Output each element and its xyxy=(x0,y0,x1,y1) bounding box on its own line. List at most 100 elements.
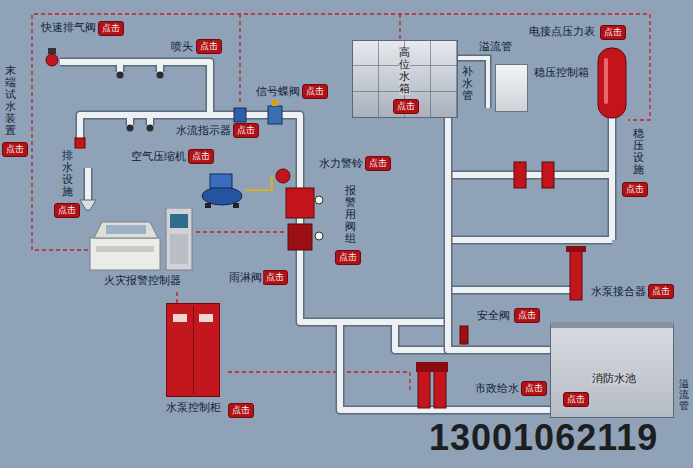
sprinkler-head xyxy=(157,72,164,79)
click-badge: 点击 xyxy=(521,381,547,396)
sprinkler-head xyxy=(127,125,134,132)
pump-motor xyxy=(416,362,432,372)
connector-group xyxy=(448,118,550,350)
component-label: 水力警铃 xyxy=(318,157,364,170)
component-label: 市政给水 xyxy=(474,382,520,395)
component-label: 喷头 xyxy=(170,40,194,53)
node-label: 水泵控制柜 xyxy=(165,401,222,414)
pump-connector-cap xyxy=(566,246,586,252)
cabinet-plate xyxy=(199,314,213,322)
node-label: 稳压控制箱 xyxy=(533,66,590,79)
component-label: 电接点压力表 xyxy=(528,25,596,38)
click-badge: 点击 xyxy=(600,25,626,40)
component-label: 空气压缩机 xyxy=(130,150,187,163)
safety-valve xyxy=(460,326,468,344)
node-label: 火灾报警控制器 xyxy=(103,274,182,287)
badge-text: 点击 xyxy=(652,286,670,296)
component-label: 末端试水装置 xyxy=(5,65,16,138)
console-drawing xyxy=(88,208,196,272)
badge-text: 点击 xyxy=(339,252,357,262)
cabinet-plate xyxy=(173,314,187,322)
pump-connector xyxy=(570,250,582,300)
badge-text: 点击 xyxy=(525,383,543,393)
component-label: 报警用阀组 xyxy=(345,185,356,245)
fire-pump xyxy=(418,370,430,408)
console-buttons xyxy=(96,246,154,252)
click-badge: 点击 xyxy=(302,84,328,99)
pressure-tank xyxy=(598,48,626,118)
click-badge: 点击 xyxy=(54,203,80,218)
pipe xyxy=(60,62,612,410)
click-badge: 点击 xyxy=(648,284,674,299)
butterfly-valve xyxy=(268,106,282,124)
badge-text: 点击 xyxy=(232,405,250,415)
compressor-wheel xyxy=(233,203,239,208)
compressor-tank xyxy=(202,187,242,205)
compressor-motor xyxy=(210,174,232,188)
click-badge: 点击 xyxy=(188,149,214,164)
badge-text: 点击 xyxy=(518,310,536,320)
booster-pump xyxy=(514,162,526,188)
badge-text: 点击 xyxy=(397,101,415,111)
component-label: 雨淋阀 xyxy=(228,271,263,284)
badge-text: 点击 xyxy=(58,205,76,215)
click-badge: 点击 xyxy=(2,142,28,157)
overflow-pipe-outline xyxy=(458,58,488,108)
component-label: 排水设施 xyxy=(62,150,73,198)
tower-screen xyxy=(170,214,188,228)
click-badge: 点击 xyxy=(228,403,254,418)
component-label: 稳压设施 xyxy=(633,128,644,176)
water-tank: 高位水箱点击 xyxy=(352,40,458,118)
drain-funnel xyxy=(80,200,96,210)
badge-text: 点击 xyxy=(102,23,120,33)
overflow-pipe xyxy=(458,58,488,108)
click-badge: 点击 xyxy=(393,99,419,114)
badge-text: 点击 xyxy=(237,125,255,135)
cabinet-body xyxy=(166,303,220,397)
component-label: 安全阀 xyxy=(476,309,511,322)
pipe-network xyxy=(60,58,612,410)
node-label: 高位水箱 xyxy=(399,47,410,95)
badge-text: 点击 xyxy=(306,86,324,96)
sprinkler-head xyxy=(117,72,124,79)
component-label: 补水管 xyxy=(462,66,473,102)
tank-highlight xyxy=(604,58,608,104)
component-label: 信号蝶阀 xyxy=(255,85,301,98)
pipe-outline xyxy=(60,62,612,410)
compressor-wheel xyxy=(205,203,211,208)
badge-text: 点击 xyxy=(567,394,585,404)
pressure-gauge xyxy=(315,232,323,240)
badge-text: 点击 xyxy=(6,144,24,154)
fire-pump xyxy=(434,370,446,408)
component-label: 溢流管 xyxy=(478,40,513,53)
sprinkler-head xyxy=(147,125,154,132)
component-label: 水流指示器 xyxy=(175,124,232,137)
air-line xyxy=(245,176,272,190)
click-badge: 点击 xyxy=(622,182,648,197)
console-panel xyxy=(94,222,158,238)
click-badge: 点击 xyxy=(233,123,259,138)
click-badge: 点击 xyxy=(365,156,391,171)
signal-connector xyxy=(176,292,177,303)
click-badge: 点击 xyxy=(98,21,124,36)
badge-text: 点击 xyxy=(604,27,622,37)
flow-indicator xyxy=(234,108,246,122)
test-valve xyxy=(75,138,85,148)
badge-text: 点击 xyxy=(192,151,210,161)
vent-valve xyxy=(46,54,58,66)
tower-rack xyxy=(170,234,188,264)
component-label: 溢流管 xyxy=(679,378,689,411)
click-badge: 点击 xyxy=(335,250,361,265)
alarm-controller: 火灾报警控制器 xyxy=(88,208,196,292)
click-badge: 点击 xyxy=(514,308,540,323)
click-badge: 点击 xyxy=(262,270,288,285)
click-badge: 点击 xyxy=(563,392,589,407)
click-badge: 点击 xyxy=(196,39,222,54)
console-screen xyxy=(106,225,146,234)
water-bell xyxy=(276,169,290,183)
booster-pump xyxy=(542,162,554,188)
badge-text: 点击 xyxy=(266,272,284,282)
equipment xyxy=(46,48,626,408)
